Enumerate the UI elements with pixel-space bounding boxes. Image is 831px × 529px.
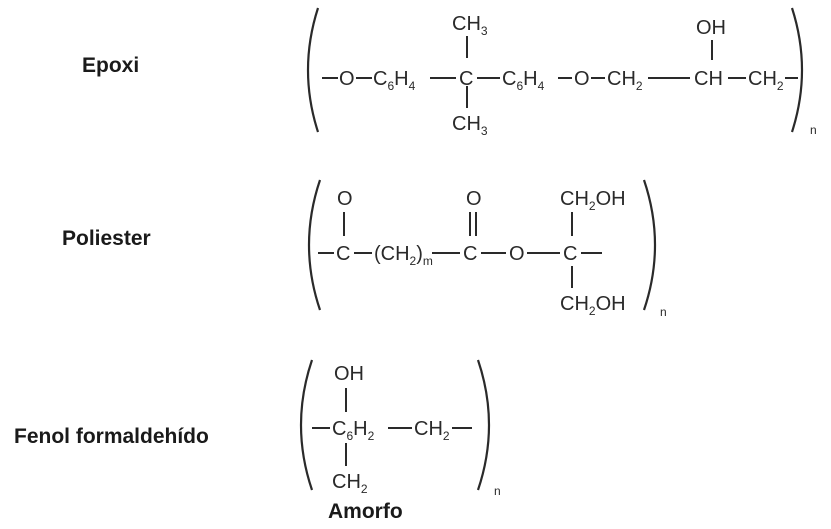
- fenol-structure: OH C6H2 CH2 CH2 n: [299, 359, 501, 498]
- epoxi-top-ch3: CH3: [452, 13, 488, 38]
- epoxi-ring2: C6H4: [502, 68, 545, 93]
- epoxi-ch: CH: [694, 68, 723, 90]
- poliester-c2: C: [463, 243, 477, 265]
- fenol-repeat-n: n: [494, 484, 501, 498]
- fenol-ch2-bot: CH2: [332, 471, 368, 496]
- label-fenol-formaldehido: Fenol formaldehído: [14, 425, 209, 448]
- epoxi-ring1: C6H4: [373, 68, 416, 93]
- poliester-ch2oh-bot: CH2OH: [560, 293, 626, 318]
- fenol-left-paren: [299, 359, 314, 491]
- poliester-o-top1: O: [337, 188, 353, 210]
- label-amorfo: Amorfo: [328, 500, 403, 523]
- epoxi-oh: OH: [696, 17, 726, 39]
- fenol-ch2: CH2: [414, 418, 450, 443]
- fenol-oh: OH: [334, 363, 364, 385]
- label-poliester: Poliester: [62, 227, 151, 250]
- epoxi-ch2a: CH2: [607, 68, 643, 93]
- poliester-c3: C: [563, 243, 577, 265]
- fenol-right-paren: [476, 359, 491, 491]
- epoxi-left-paren: [306, 7, 320, 133]
- poliester-ch2n: (CH2)m: [374, 243, 433, 268]
- poliester-o-mid: O: [509, 243, 525, 265]
- epoxi-o2: O: [574, 68, 590, 90]
- poliester-ch2oh-top: CH2OH: [560, 188, 626, 213]
- epoxi-ch2b: CH2: [748, 68, 784, 93]
- poliester-right-paren: [642, 179, 657, 311]
- epoxi-repeat-n: n: [810, 123, 817, 137]
- poliester-o-top2: O: [466, 188, 482, 210]
- epoxi-center-c: C: [459, 68, 473, 90]
- poliester-left-paren: [307, 179, 322, 311]
- label-epoxi: Epoxi: [82, 54, 140, 77]
- poliester-repeat-n: n: [660, 305, 667, 319]
- poliester-c1: C: [336, 243, 350, 265]
- epoxi-o1: O: [339, 68, 355, 90]
- epoxi-bottom-ch3: CH3: [452, 113, 488, 138]
- fenol-c6h2: C6H2: [332, 418, 375, 443]
- poliester-structure: O O CH2OH C (CH2)m C O C CH2OH n: [307, 179, 667, 319]
- epoxi-structure: CH3 CH3 OH O C6H4 C C6H4 O CH2 CH CH2: [306, 7, 817, 138]
- epoxi-right-paren: [790, 7, 804, 133]
